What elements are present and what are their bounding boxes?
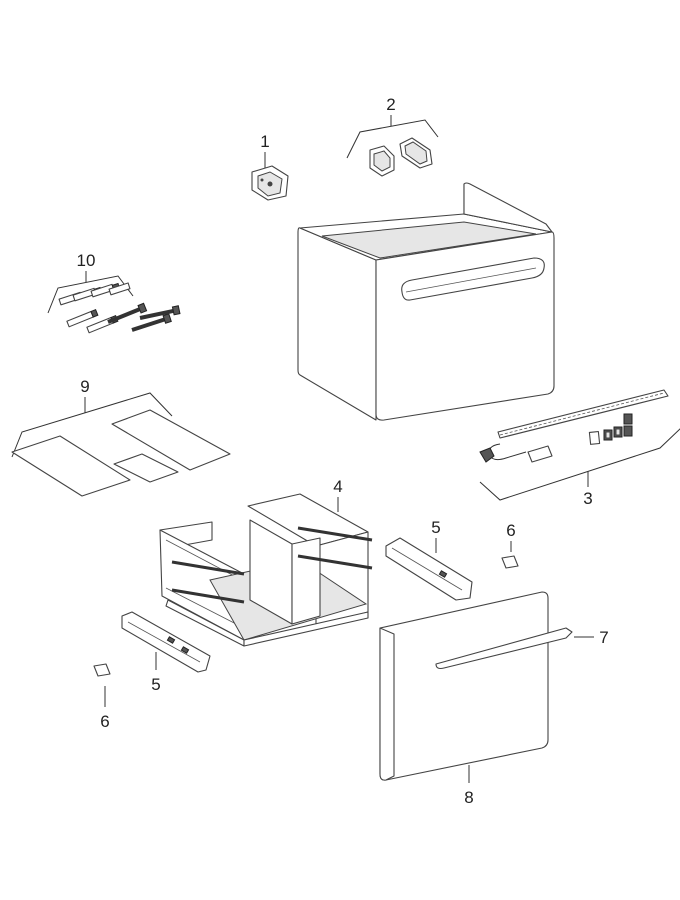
callout-6-upper: 6 bbox=[506, 521, 515, 540]
callout-8: 8 bbox=[464, 788, 473, 807]
callout-9: 9 bbox=[80, 377, 89, 396]
part-1-hanging-bracket bbox=[251, 165, 289, 201]
part-10-fixing-screws bbox=[58, 282, 181, 334]
part-5-drawer-runner-lower bbox=[121, 611, 211, 673]
part-6-cap-upper bbox=[501, 555, 519, 569]
callout-2: 2 bbox=[386, 95, 395, 114]
part-7-drawer-handle bbox=[435, 627, 573, 670]
callout-4: 4 bbox=[333, 477, 342, 496]
callout-5-lower: 5 bbox=[151, 675, 160, 694]
part-9-protective-mats bbox=[11, 409, 231, 497]
callout-3: 3 bbox=[583, 489, 592, 508]
part-6-cap-lower bbox=[93, 663, 111, 677]
cabinet-body bbox=[297, 182, 555, 421]
callout-5-upper: 5 bbox=[431, 518, 440, 537]
callout-10: 10 bbox=[77, 251, 96, 270]
callout-1: 1 bbox=[260, 132, 269, 151]
part-8-drawer-front bbox=[379, 591, 549, 781]
part-2-hinge-brackets bbox=[369, 137, 433, 177]
part-3-led-lighting bbox=[479, 389, 669, 463]
part-4-drawer-frame bbox=[159, 493, 373, 647]
leader-lines bbox=[11, 115, 680, 783]
callout-6-lower: 6 bbox=[100, 712, 109, 731]
callout-7: 7 bbox=[599, 628, 608, 647]
part-5-drawer-runner-upper bbox=[385, 537, 473, 601]
